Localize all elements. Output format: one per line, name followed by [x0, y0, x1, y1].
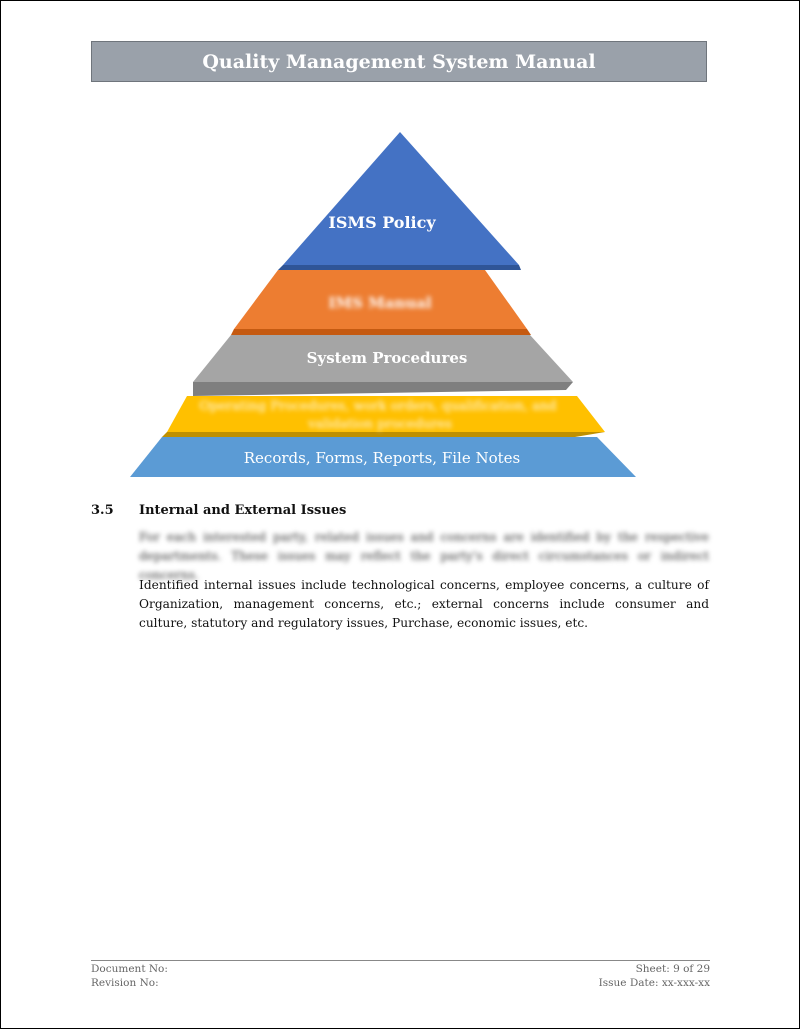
- pyramid-level-4-shadow: [162, 432, 605, 437]
- section-heading: 3.5 Internal and External Issues: [91, 503, 346, 518]
- revision-no: Revision No:: [91, 977, 159, 989]
- document-no: Document No:: [91, 963, 168, 975]
- pyramid-level-2: [234, 270, 527, 329]
- pyramid-level-3-shadow: [193, 382, 573, 396]
- pyramid-diagram: ISMS Policy IMS Manual System Procedures…: [130, 132, 636, 477]
- footer-right: Sheet: 9 of 29 Issue Date: xx-xxx-xx: [599, 962, 710, 990]
- section-title: Internal and External Issues: [139, 503, 347, 518]
- pyramid-level-5: [130, 437, 636, 477]
- pyramid-level-4-label-line1: Operating Procedures, work orders, quali…: [199, 399, 556, 414]
- pyramid-level-4-label-line2: validation procedures: [307, 417, 452, 432]
- paragraph: Identified internal issues include techn…: [139, 578, 709, 630]
- footer-divider: [91, 960, 710, 961]
- pyramid-level-4: [167, 396, 605, 432]
- pyramid-level-2-shadow: [231, 329, 531, 335]
- pyramid-level-3-label: System Procedures: [307, 349, 468, 367]
- page-title: Quality Management System Manual: [91, 41, 707, 82]
- pyramid-level-1-shadow: [278, 265, 521, 270]
- paragraph-blurred: For each interested party, related issue…: [139, 530, 709, 582]
- pyramid-level-3: [193, 335, 573, 382]
- pyramid-level-1-label: ISMS Policy: [328, 213, 436, 232]
- issue-date: Issue Date: xx-xxx-xx: [598, 977, 710, 989]
- pyramid-level-2-label: IMS Manual: [328, 294, 432, 312]
- sheet-number: Sheet: 9 of 29: [635, 963, 710, 975]
- pyramid-level-5-label: Records, Forms, Reports, File Notes: [244, 449, 521, 467]
- section-number: 3.5: [91, 503, 114, 518]
- pyramid-level-1: [283, 132, 519, 265]
- footer-left: Document No: Revision No:: [91, 962, 168, 990]
